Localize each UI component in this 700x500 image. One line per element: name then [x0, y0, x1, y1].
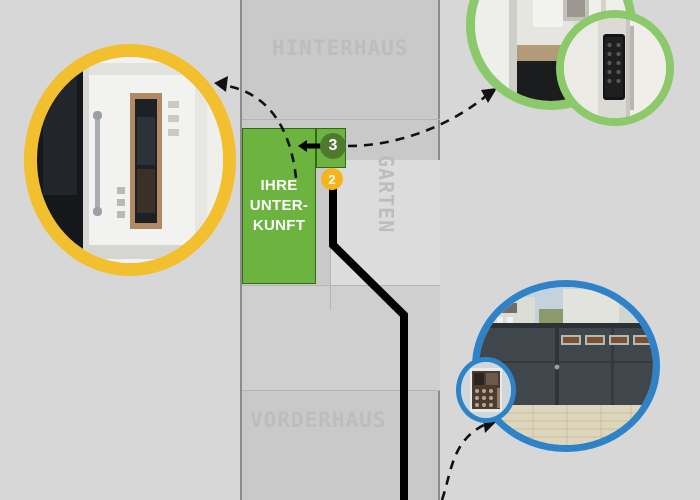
accommodation-line-3: KUNFT	[252, 217, 306, 235]
map-marker-2-label: 2	[328, 171, 336, 187]
map-marker-2[interactable]: 2	[321, 168, 343, 190]
accommodation-line-2: UNTER-	[249, 196, 309, 214]
map-marker-3-label: 3	[328, 137, 338, 154]
map-marker-3[interactable]: 3	[320, 133, 346, 159]
street-gate-photo-image	[479, 287, 653, 445]
keypad-lock-photo[interactable]	[556, 10, 674, 126]
accommodation-line-1: IHRE	[260, 176, 298, 194]
gate-intercom-photo-image	[461, 362, 511, 418]
front-door-photo-image	[37, 57, 223, 263]
front-door-photo[interactable]	[24, 44, 236, 276]
keypad-lock-photo-image	[564, 18, 666, 118]
direction-arrow-icon	[298, 140, 322, 152]
lot-divider-mid	[242, 285, 440, 286]
lot-divider-top	[242, 119, 440, 120]
map-left-edge	[240, 0, 242, 500]
label-vorderhaus: VORDERHAUS	[250, 408, 387, 432]
gate-intercom-photo[interactable]	[456, 357, 516, 423]
label-garten: GARTEN	[374, 155, 398, 234]
label-hinterhaus: HINTERHAUS	[272, 36, 409, 60]
passage-area	[242, 285, 440, 390]
lot-divider-bottom	[242, 390, 440, 391]
